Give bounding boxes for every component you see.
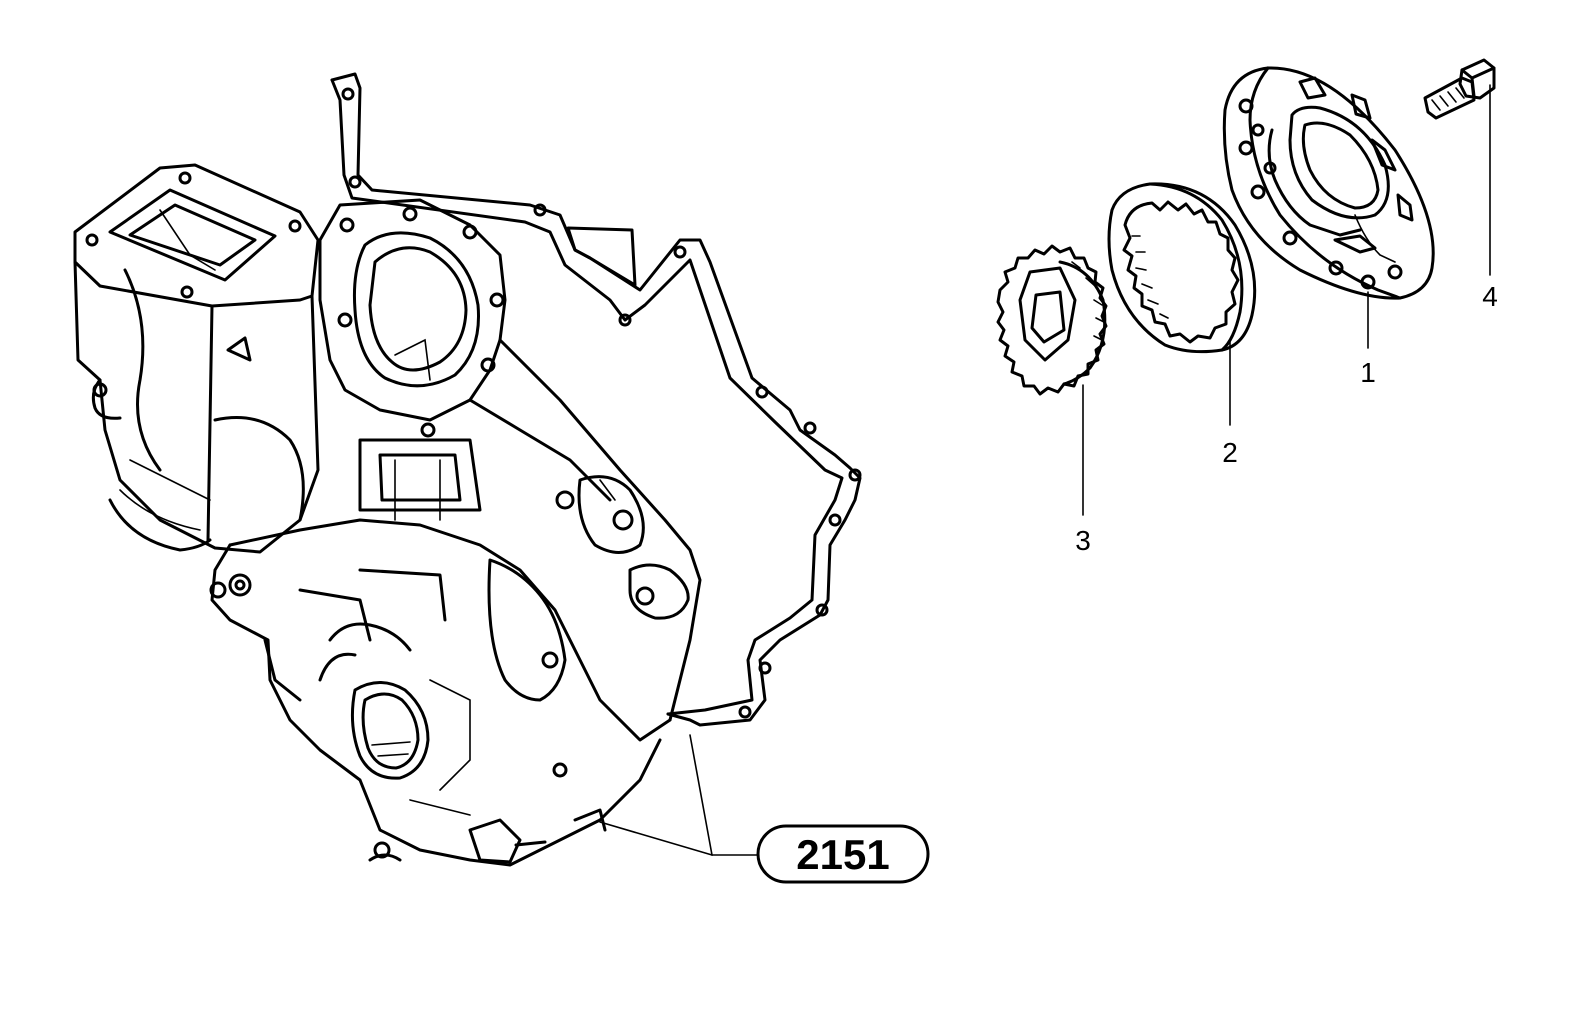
timing-cover-gasket [330,72,862,727]
outer-rotor-ring [1107,182,1257,354]
callout-label-4: 4 [1482,281,1498,312]
pump-cover-plate [1222,66,1435,300]
inner-rotor-gear [996,244,1108,396]
callout-label-3: 3 [1075,525,1091,556]
callout-label-2: 2 [1222,437,1238,468]
reference-badge[interactable]: 2151 [756,824,930,884]
timing-cover-housing [73,163,702,867]
callout-label-1: 1 [1360,357,1376,388]
reference-badge-label: 2151 [796,831,889,878]
hex-bolt [1423,58,1496,120]
callout-leaders [599,84,1491,856]
reference-badge-outline [756,824,930,884]
